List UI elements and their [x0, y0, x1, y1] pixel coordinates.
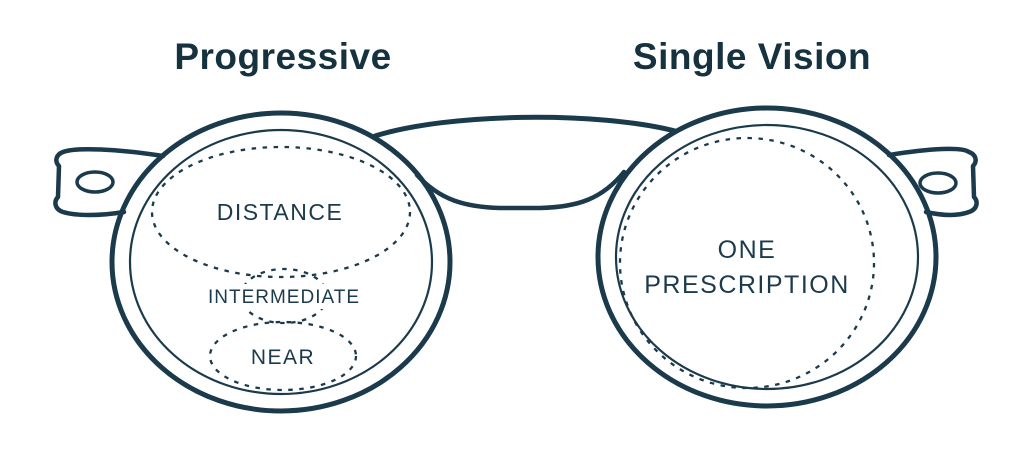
one-prescription-zone-outline: [618, 136, 876, 390]
near-zone-label: NEAR: [251, 346, 315, 369]
left-lens-outer-rim: [109, 110, 453, 414]
bridge-top-bar: [372, 114, 678, 139]
intermediate-label-background: [196, 284, 372, 309]
intermediate-zone-label: INTERMEDIATE: [208, 287, 360, 308]
distance-zone-label: DISTANCE: [217, 199, 344, 225]
single-vision-title: Single Vision: [633, 36, 871, 77]
right-lens-inner-rim: [614, 123, 920, 391]
one-prescription-label-line1: ONE: [718, 236, 777, 264]
left-temple-hinge: [53, 146, 166, 218]
diagram-labels: Progressive Single Vision DISTANCE INTER…: [174, 36, 871, 369]
right-lens-outer-rim: [595, 105, 939, 409]
distance-zone-outline: [150, 145, 412, 279]
right-temple-hinge: [886, 146, 979, 218]
progressive-title: Progressive: [174, 36, 391, 77]
left-hinge-detail: [75, 170, 115, 194]
near-zone-outline: [208, 320, 358, 392]
one-prescription-label-line2: PRESCRIPTION: [644, 271, 850, 299]
glasses-frame: [53, 105, 979, 414]
left-lens-inner-rim: [128, 128, 434, 396]
right-hinge-detail: [918, 171, 958, 195]
bridge-keyhole: [414, 169, 627, 211]
